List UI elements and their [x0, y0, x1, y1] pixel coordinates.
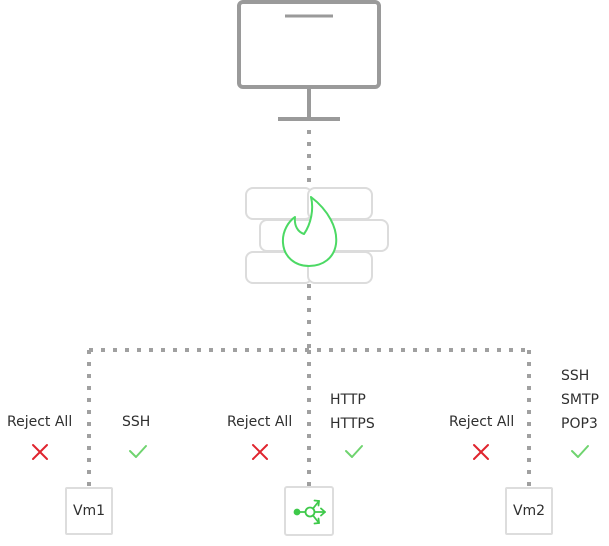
router-node-box	[284, 486, 334, 536]
allowed-item: SSH	[122, 414, 151, 430]
allowed-list-vm2: SSH SMTP POP3	[561, 364, 599, 436]
allowed-item: POP3	[561, 416, 598, 432]
allowed-item: HTTP	[330, 392, 366, 408]
reject-label-vm2: Reject All	[449, 414, 515, 430]
cross-icon-vm2	[473, 444, 489, 460]
reject-label-router: Reject All	[227, 414, 293, 430]
reject-label-vm1: Reject All	[7, 414, 73, 430]
allowed-item: SSH	[561, 368, 590, 384]
vm2-node-label: Vm2	[512, 503, 546, 519]
vm1-node[interactable]: Vm1	[65, 487, 113, 535]
reject-icons	[32, 444, 489, 460]
allow-icons	[129, 445, 589, 458]
vm2-node[interactable]: Vm2	[505, 487, 553, 535]
allowed-item: SMTP	[561, 392, 599, 408]
cross-icon-vm1	[32, 444, 48, 460]
router-icon	[293, 499, 326, 525]
check-icon-vm2	[571, 445, 589, 458]
check-icon-vm1	[129, 445, 147, 458]
flame-icon	[281, 196, 338, 267]
vm1-node-label: Vm1	[72, 503, 106, 519]
allowed-list-vm1: SSH	[122, 412, 150, 432]
connectors	[87, 130, 531, 486]
allowed-list-router: HTTP HTTPS	[330, 388, 375, 436]
allowed-item: HTTPS	[330, 416, 375, 432]
monitor-icon	[237, 0, 381, 121]
check-icon-router	[345, 445, 363, 458]
cross-icon-router	[252, 444, 268, 460]
